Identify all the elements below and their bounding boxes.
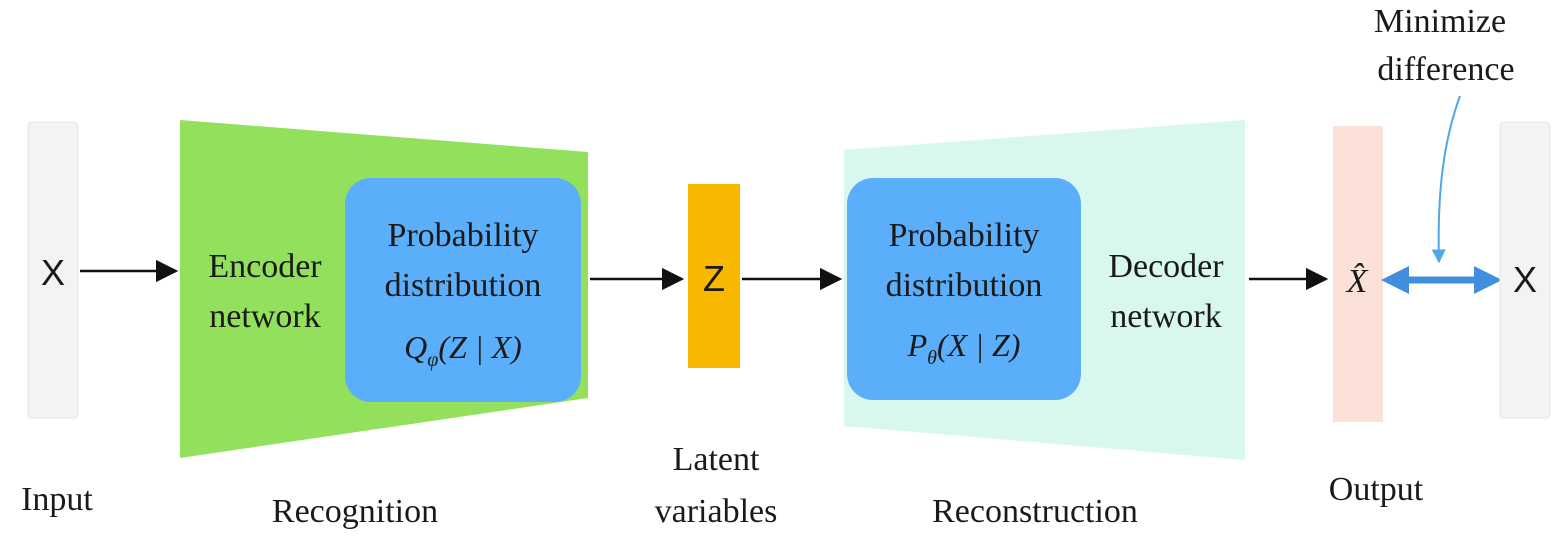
input-caption: Input <box>21 481 93 518</box>
annotation-line1: Minimize <box>1374 3 1506 40</box>
target-vector-bar <box>1499 121 1551 419</box>
annotation-line2: difference <box>1377 51 1514 88</box>
encoder-distribution-box <box>345 178 581 402</box>
encoder-formula: Qφ(Z | X) <box>404 329 522 371</box>
output-symbol: X̂ <box>1345 263 1369 300</box>
output-vector-bar <box>1333 126 1383 422</box>
decoder-distribution-line2: distribution <box>886 267 1043 304</box>
decoder-network-label-line1: Decoder <box>1108 248 1224 285</box>
latent-caption-line1: Latent <box>673 441 760 478</box>
encoder-network-label-line2: network <box>209 298 320 335</box>
encoder-caption: Recognition <box>272 493 438 530</box>
latent-vector-bar <box>688 184 740 368</box>
output-caption: Output <box>1329 471 1424 508</box>
decoder-network-label-line2: network <box>1110 298 1221 335</box>
latent-symbol: Z <box>703 258 725 299</box>
decoder-distribution-line1: Probability <box>888 217 1039 254</box>
encoder-network-label-line1: Encoder <box>208 248 322 285</box>
decoder-distribution-box <box>847 178 1081 400</box>
decoder-caption: Reconstruction <box>932 493 1138 530</box>
encoder-distribution-line2: distribution <box>385 267 542 304</box>
input-symbol: X <box>41 252 65 293</box>
latent-caption-line2: variables <box>655 493 778 530</box>
decoder-formula: Pθ(X | Z) <box>907 327 1021 369</box>
input-vector-bar <box>27 121 79 419</box>
encoder-distribution-line1: Probability <box>387 217 538 254</box>
annotation-pointer <box>1431 95 1461 264</box>
target-symbol: X <box>1513 259 1537 300</box>
